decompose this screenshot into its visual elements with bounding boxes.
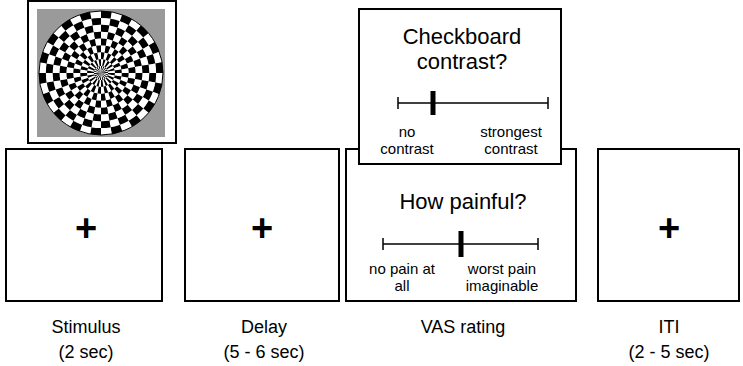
screen-text: no pain at all: [366, 260, 438, 295]
screen-text: (2 - 5 sec): [599, 342, 739, 363]
screen-box: +ITI(2 - 5 sec): [597, 148, 740, 302]
screen-text: (5 - 6 sec): [189, 342, 339, 363]
checker-cell: [101, 114, 109, 122]
checker-cell: [95, 39, 101, 46]
screen-text: strongest contrast: [461, 123, 561, 158]
checker-cell: [89, 39, 96, 47]
checker-cell: [127, 61, 135, 68]
checker-cell: [101, 25, 109, 33]
checker-cell: [53, 73, 61, 81]
checker-cell: [101, 72, 108, 73]
checker-cell: [94, 107, 101, 114]
checker-cell: [67, 73, 74, 79]
checker-cell: [46, 73, 54, 83]
checker-cell: [101, 69, 107, 73]
screen-text: How painful?: [363, 189, 563, 214]
checker-cell: [101, 73, 103, 80]
checker-cell: [95, 73, 101, 76]
checker-cell: [101, 73, 102, 80]
checker-outline: [39, 11, 163, 135]
checker-cell: [108, 71, 115, 73]
checker-cell: [121, 68, 128, 73]
checker-cell: [101, 107, 108, 114]
checker-cell: [142, 65, 150, 73]
checker-cell: [98, 67, 101, 73]
checker-cell: [101, 93, 106, 100]
overlay-box: Checkboard contrast? no contrast strongest…: [358, 8, 562, 165]
checker-cell: [100, 66, 101, 73]
checker-cell: [46, 63, 54, 73]
checkerboard: [39, 11, 163, 135]
checker-cell: [101, 32, 108, 39]
checker-cell: [94, 32, 101, 39]
checker-cell: [94, 73, 101, 74]
checker-cell: [95, 73, 101, 77]
screen-text: ITI: [599, 317, 739, 338]
gray-ground: [37, 9, 165, 137]
checker-cell: [101, 87, 105, 94]
checker-cell: [101, 73, 104, 79]
screen-box: How painful? no pain at all worst pain ima…: [345, 148, 577, 302]
fixation-cross: +: [242, 209, 282, 247]
screen-box: +Delay(5 - 6 sec): [184, 148, 340, 302]
checker-cell: [97, 52, 101, 59]
checker-cell: [135, 66, 142, 73]
pain-scale: [383, 231, 538, 257]
checker-cell: [135, 73, 142, 80]
checker-cell: [93, 114, 101, 122]
checker-cell: [148, 63, 156, 73]
checker-cell: [101, 73, 105, 79]
checker-cell: [115, 69, 122, 73]
checker-cell: [60, 66, 67, 73]
checker-cell: [148, 73, 156, 83]
checker-cell: [101, 18, 111, 26]
checker-cell: [128, 67, 135, 73]
stimulus-frame: [28, 1, 176, 143]
checker-cell: [91, 120, 101, 128]
checker-cell: [87, 73, 94, 75]
checker-cell: [101, 70, 107, 73]
checker-cell: [93, 25, 101, 33]
screen-text: Checkboard contrast?: [372, 24, 552, 75]
checker-cell: [96, 45, 101, 52]
checker-cell: [106, 99, 113, 107]
screen-text: VAS rating: [363, 317, 563, 338]
fixation-cross: +: [649, 209, 689, 247]
checker-cell: [73, 73, 80, 78]
screen-text: no contrast: [370, 123, 444, 158]
screen-box: +Stimulus(2 sec): [5, 148, 163, 302]
checker-cell: [101, 80, 103, 87]
checker-cell: [142, 73, 150, 81]
checker-cell: [53, 65, 61, 73]
screen-text: Delay: [189, 317, 339, 338]
screen-text: Stimulus: [11, 317, 161, 338]
checker-cell: [101, 100, 107, 107]
screen-text: (2 sec): [11, 342, 161, 363]
checker-cell: [60, 73, 67, 80]
checker-cell: [97, 67, 101, 73]
checker-cell: [99, 66, 101, 73]
checker-cell: [67, 78, 75, 85]
checker-cell: [101, 71, 108, 73]
checker-cell: [99, 59, 101, 66]
checker-cell: [91, 18, 101, 26]
checker-cell: [80, 73, 87, 77]
checker-cell: [101, 120, 111, 128]
screen-text: worst pain imaginable: [454, 260, 550, 295]
checker-cell: [94, 73, 101, 75]
fixation-cross: +: [66, 209, 106, 247]
